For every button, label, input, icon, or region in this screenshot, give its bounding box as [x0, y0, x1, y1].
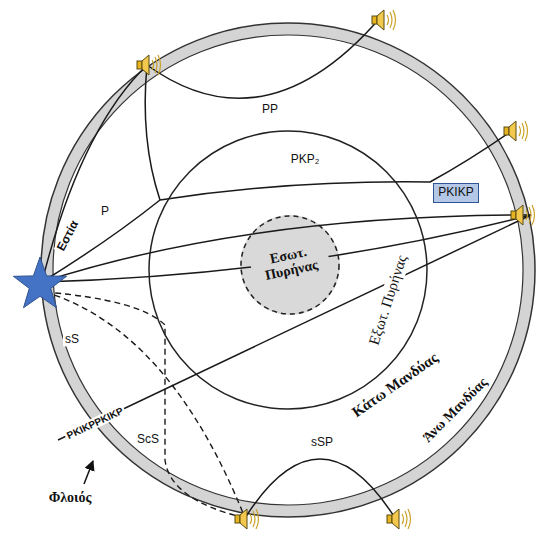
phase-box: PKIKP: [433, 183, 479, 203]
label: sS: [63, 333, 81, 346]
seismometer-icon: [504, 121, 528, 141]
label: PKP₂: [289, 153, 322, 166]
crust-band: [41, 23, 535, 517]
node-label: PKIKP: [434, 186, 478, 199]
seismometer-icon: [511, 205, 535, 225]
circle-outline: [241, 216, 339, 314]
label: Φλοιός: [47, 490, 94, 505]
ray-p: [42, 65, 147, 282]
seismometer-icon: [372, 10, 396, 30]
ray: [145, 65, 160, 200]
seismometer-icon: [137, 55, 161, 75]
circle-outline: [149, 131, 427, 409]
ray-pp: [147, 18, 380, 98]
box-outline: [434, 184, 479, 203]
ray-ssp: [245, 459, 395, 518]
label: PP: [260, 103, 280, 116]
core-circle: Εξωτ. Πυρήνας Εσωτ. Πυρήνας: [148, 130, 428, 410]
leader-arrow: [84, 461, 93, 484]
ray-ss: [45, 292, 245, 518]
focus-star: [13, 257, 66, 308]
core-circle: Εσωτ. Πυρήνας: [240, 215, 340, 315]
dashed-rays: [45, 292, 245, 518]
ray-scs: [45, 292, 245, 518]
inner-core-fill: [240, 215, 340, 315]
label: sSP: [309, 436, 335, 449]
label: ScS: [135, 433, 161, 446]
mantle: [53, 35, 523, 505]
ray-paths: [42, 18, 531, 518]
seismometer-icon: [387, 509, 411, 529]
node-label: Εσωτ. Πυρήνας: [249, 240, 332, 286]
node-label: Εξωτ. Πυρήνας: [365, 251, 411, 349]
seismometer-icon: [235, 509, 259, 529]
label: P: [99, 205, 111, 218]
